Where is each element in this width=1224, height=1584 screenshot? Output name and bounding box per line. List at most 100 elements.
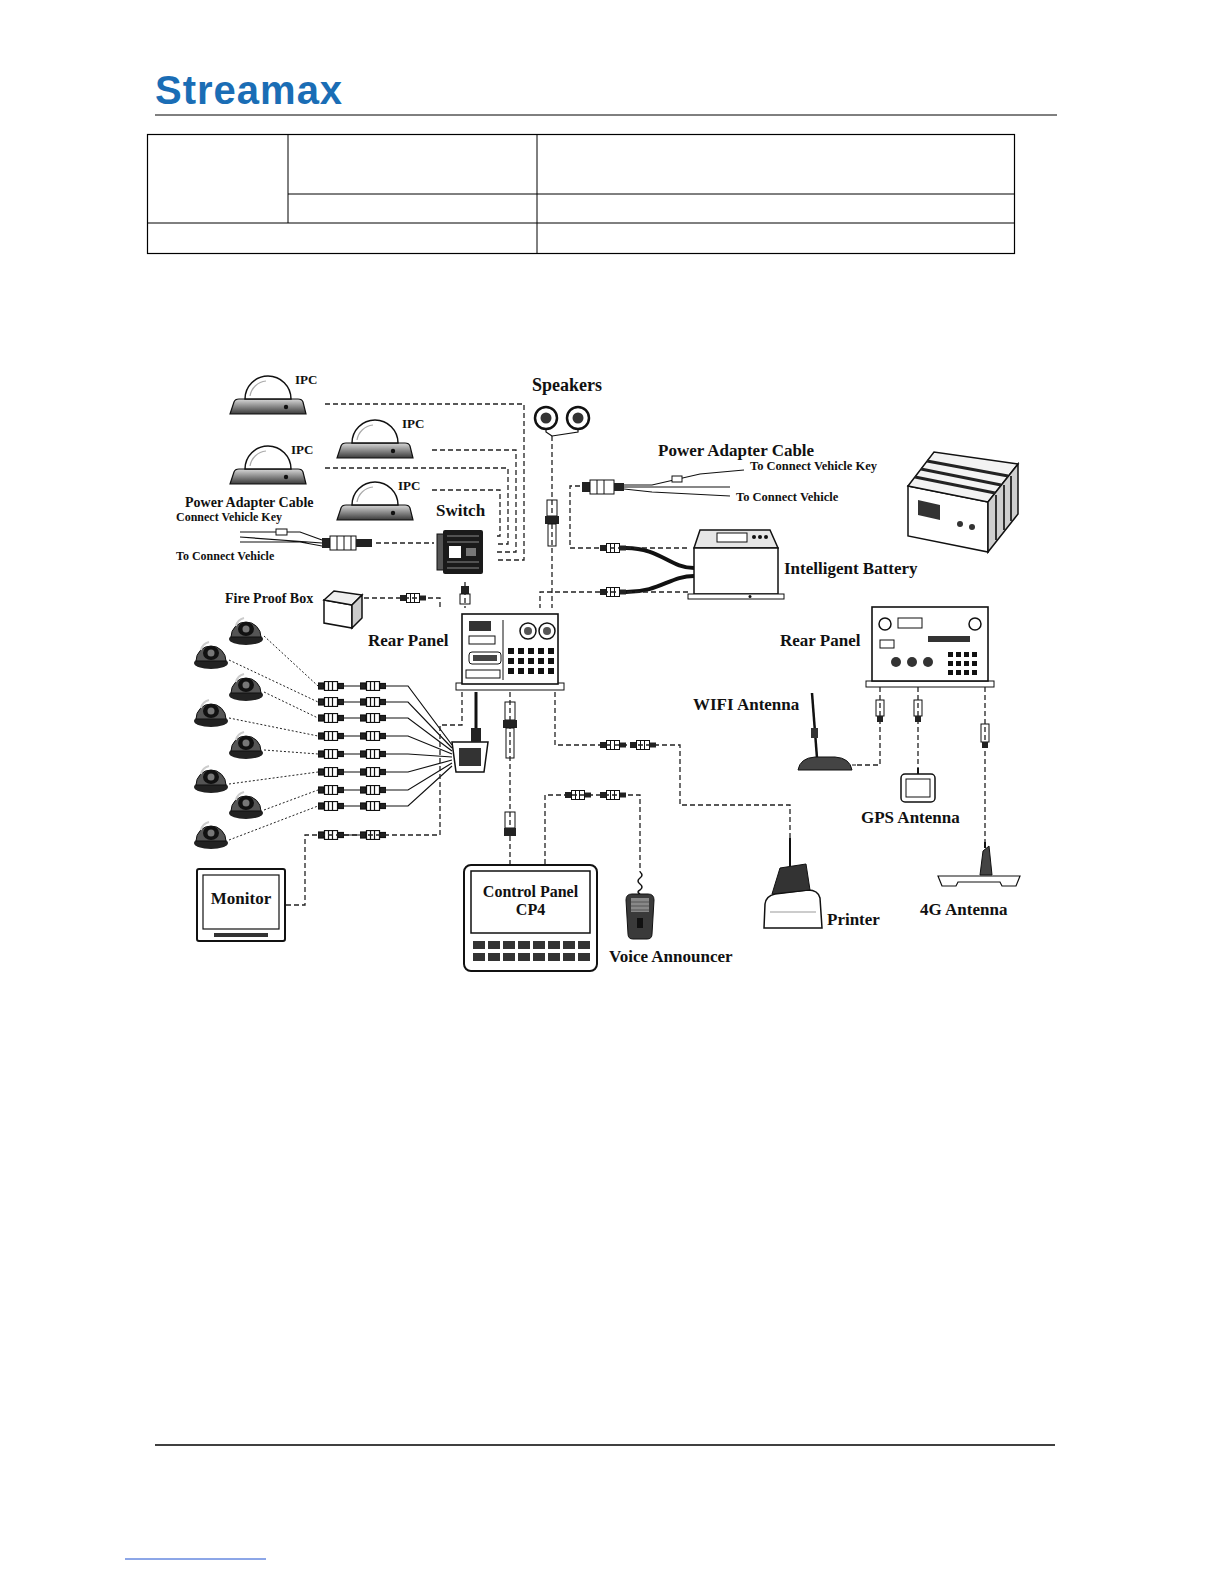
fire-proof-box-drawing [324,591,426,628]
recorder-unit [969,524,975,530]
device-label: Speakers [532,375,602,396]
db-connector [471,728,481,742]
rear-panel-drawing [948,652,977,675]
camera-harness [360,802,386,811]
power-cable-drawing [624,470,744,496]
camera-leader-line [264,636,318,686]
device-label: To Connect Vehicle Key [750,459,877,473]
dome-camera-drawing [194,766,228,793]
camera-harness [318,682,452,840]
camera-harness [386,718,452,751]
wire-connector [545,795,640,872]
device-label: Printer [827,910,880,930]
device-label: WIFI Antenna [693,695,799,715]
rear-panel-drawing [503,620,504,680]
device-label: IPC [402,417,424,432]
rear-panel: Rear Panel [778,603,993,687]
speaker-drawing [535,407,557,429]
network-switch: Switch [434,500,496,582]
device-label: IPC [398,479,420,494]
rear-panel-drawing [891,657,901,667]
rear-panel-drawing [473,655,497,661]
device-label: Switch [436,501,485,521]
microphone-drawing [637,918,643,928]
antenna-drawing [984,842,986,848]
rear-panel-drawing [469,636,495,644]
camera-harness [360,768,386,777]
power-cable-drawing [614,483,624,491]
wire-connector [325,468,508,544]
device-label: 4G Antenna [920,900,1007,920]
camera-harness [360,786,386,795]
antenna-drawing [852,765,856,766]
wire-connector [286,692,462,905]
power-cable-drawing [330,536,356,550]
speaker-drawing [567,407,589,429]
ipc-camera: IPC [332,412,432,462]
microphone-drawing [626,872,654,939]
battery-drawing [764,535,768,539]
device-label: Connect Vehicle Key [176,511,282,525]
dome-camera-drawing [194,642,228,669]
camera-leader-line [264,790,318,810]
wire-connector [464,582,465,608]
device-label: Rear Panel [780,631,860,651]
camera-leader-line [229,660,318,702]
switch-drawing [443,530,483,574]
recorder-unit [988,464,1018,552]
camera-harness [318,714,344,723]
camera-harness [386,754,452,757]
camera-leader-line [264,750,318,754]
page-frame [148,135,1015,254]
device-label: GPS Antenna [861,808,960,828]
wire-connector [856,687,880,765]
dome-camera-drawing [194,618,263,849]
device-label: IPC [295,373,317,388]
camera-harness [386,766,452,806]
page-frame [155,1444,1055,1446]
dome-camera-drawing [194,700,228,727]
camera-harness [360,698,386,707]
wire-connector [376,542,434,543]
printer-drawing [772,864,810,894]
control-panel-face [473,941,590,961]
camera-leader-line [264,692,318,718]
rear-panel-drawing [466,670,500,678]
monitor-screen [214,933,268,937]
microphone-drawing [631,902,649,910]
battery-drawing [626,576,694,592]
printer-drawing [789,838,791,866]
db-connector [459,748,481,766]
antenna-drawing [798,693,1020,886]
power-cable-drawing [240,470,744,550]
battery-drawing [688,594,784,599]
dome-camera-drawing [229,674,263,701]
printer-drawing [764,890,822,928]
monitor: Monitor [196,868,286,942]
rear-panel-drawing [907,657,917,667]
page-frame [125,115,1057,1559]
wire-connector [432,490,500,536]
rear-panel-drawing [539,623,555,639]
battery-drawing [717,533,747,542]
camera-leader-line [229,772,318,784]
rear-panel-drawing [524,627,532,635]
power-cable-drawing [322,538,330,548]
lte-antenna: 4G Antenna [912,842,1022,924]
camera-harness [360,750,386,759]
camera-harness [318,786,344,795]
power-cable-drawing [590,480,614,494]
antenna-drawing [980,846,992,875]
page-frame [155,115,1057,116]
microphone-drawing [626,894,654,939]
ipc-camera: IPC [225,438,325,488]
recorder-unit [996,476,1011,540]
wifi-antenna: WIFI Antenna [690,688,856,780]
camera-harness [386,760,452,772]
camera-harness [318,750,344,759]
voice-announcer: Voice Announcer [606,872,754,970]
db-connector [452,692,488,772]
power-cable-drawing [356,539,372,547]
